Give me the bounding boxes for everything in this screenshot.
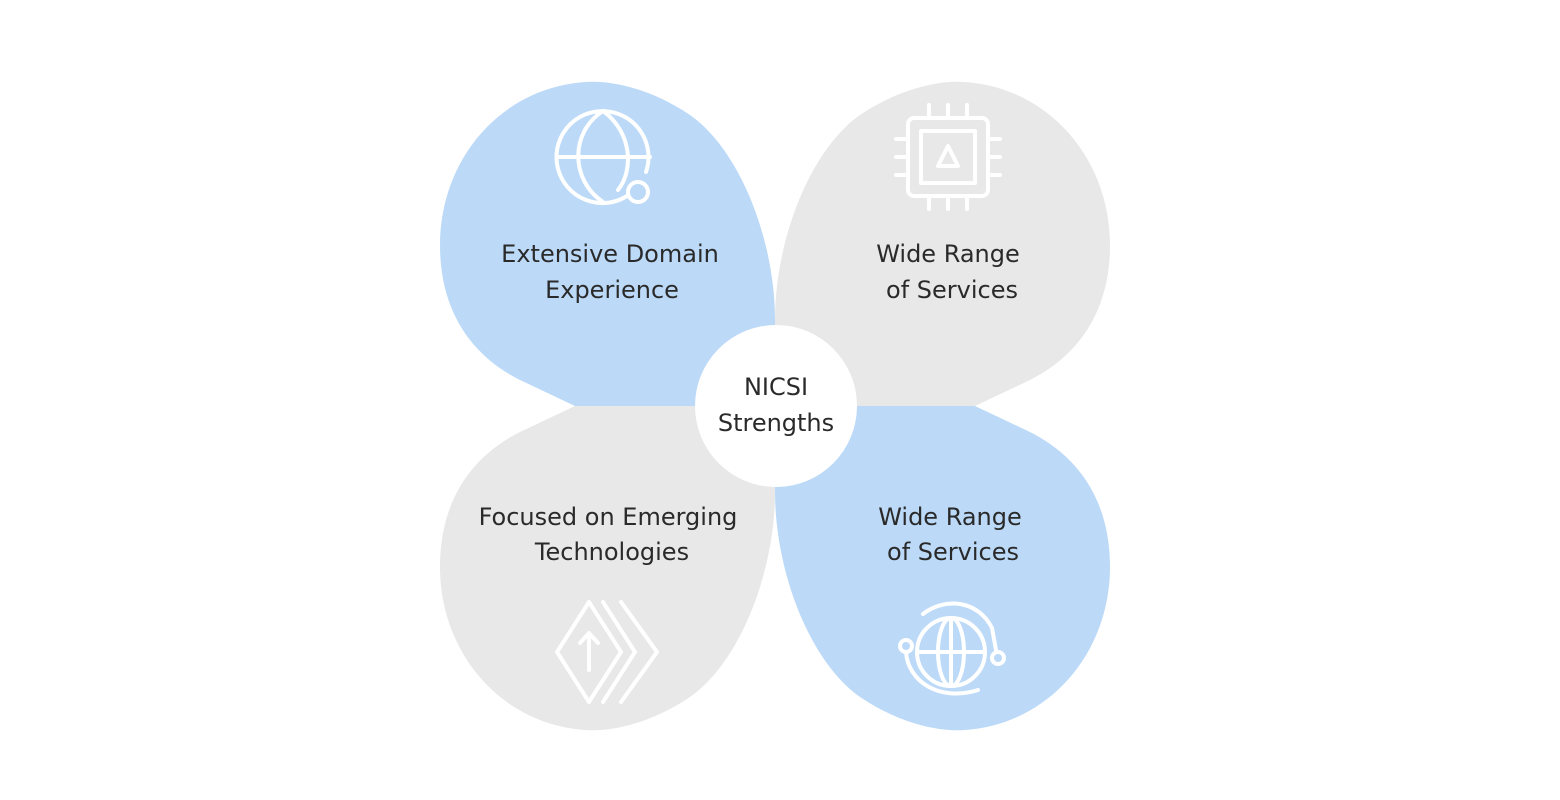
layered-arrow-icon bbox=[555, 600, 659, 704]
center-title-line2: Strengths bbox=[718, 409, 834, 437]
petal-top-right bbox=[775, 81, 1110, 407]
global-network-icon bbox=[898, 601, 1006, 696]
petal-bottom-right-line1: Wide Range bbox=[878, 503, 1022, 531]
center-title-line1: NICSI bbox=[744, 373, 808, 401]
petal-bottom-left-line2: Technologies bbox=[534, 538, 689, 566]
petal-top-right-line1: Wide Range bbox=[876, 240, 1020, 268]
petal-top-right-line2: of Services bbox=[886, 276, 1018, 304]
petal-top-left-line2: Experience bbox=[545, 276, 679, 304]
petal-top-left bbox=[440, 81, 775, 407]
petal-bottom-right bbox=[775, 406, 1110, 731]
petal-bottom-left-line1: Focused on Emerging bbox=[479, 503, 738, 531]
petal-bottom-left bbox=[440, 406, 775, 731]
globe-pin-icon bbox=[554, 109, 652, 206]
petal-bottom-right-line2: of Services bbox=[887, 538, 1019, 566]
petal-top-left-line1: Extensive Domain bbox=[501, 240, 719, 268]
chip-icon bbox=[894, 103, 1002, 211]
center-circle bbox=[695, 325, 857, 487]
